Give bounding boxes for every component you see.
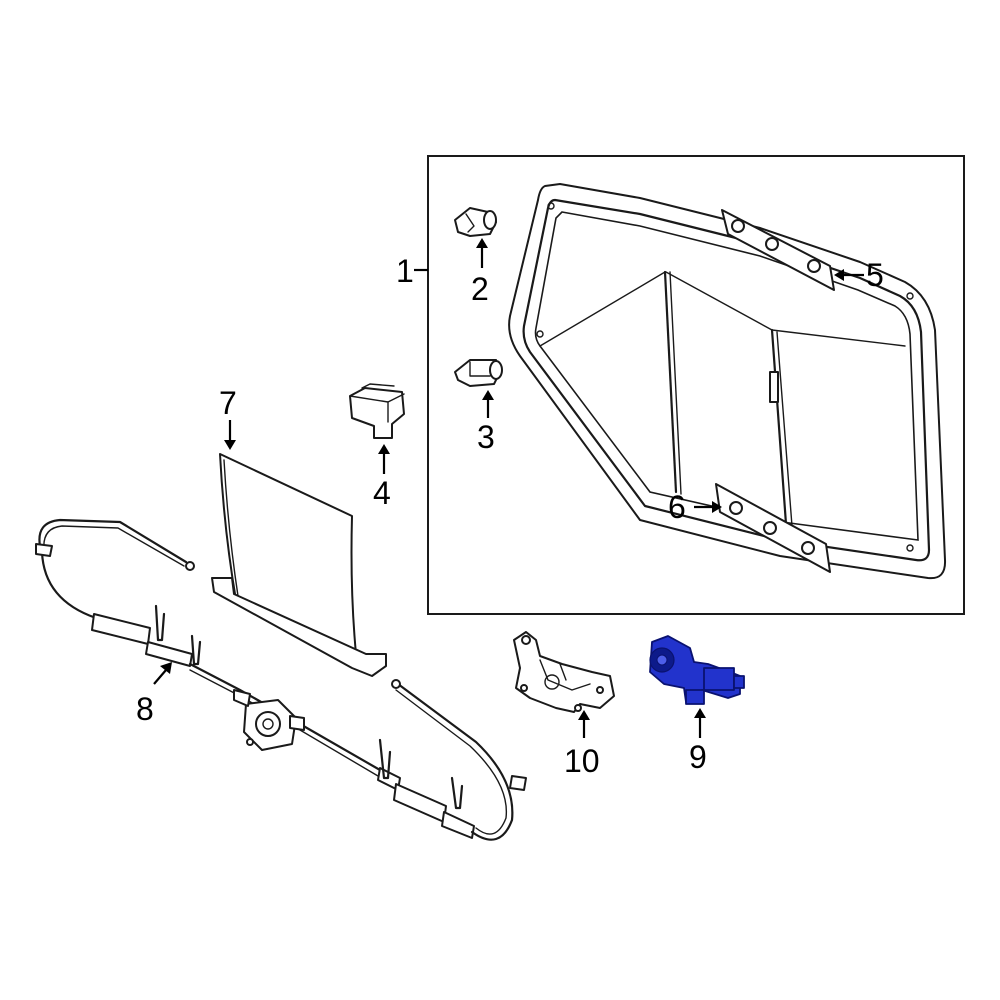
block-part-4[interactable]	[349, 383, 405, 439]
clip-part-3[interactable]	[454, 359, 503, 387]
callout-1: 1	[396, 253, 414, 289]
bracket-part-5[interactable]	[721, 209, 835, 291]
callout-7: 7	[219, 385, 237, 421]
assembly-box	[427, 155, 965, 615]
curtain-panel-part-7[interactable]	[211, 453, 387, 677]
callout-6: 6	[668, 489, 686, 525]
callout-3: 3	[477, 419, 495, 455]
callout-4: 4	[373, 475, 391, 511]
cable-assembly-part-8[interactable]	[35, 518, 527, 841]
callout-9: 9	[689, 739, 707, 775]
motor-part-9[interactable]	[649, 635, 745, 705]
callout-8: 8	[136, 691, 154, 727]
callout-5: 5	[866, 257, 884, 293]
bracket-part-6[interactable]	[715, 483, 831, 573]
mount-bracket-part-10[interactable]	[513, 631, 615, 713]
callout-10: 10	[564, 743, 600, 779]
back-glass-assembly[interactable]	[508, 183, 947, 580]
clip-part-2[interactable]	[454, 207, 497, 237]
callout-2: 2	[471, 271, 489, 307]
